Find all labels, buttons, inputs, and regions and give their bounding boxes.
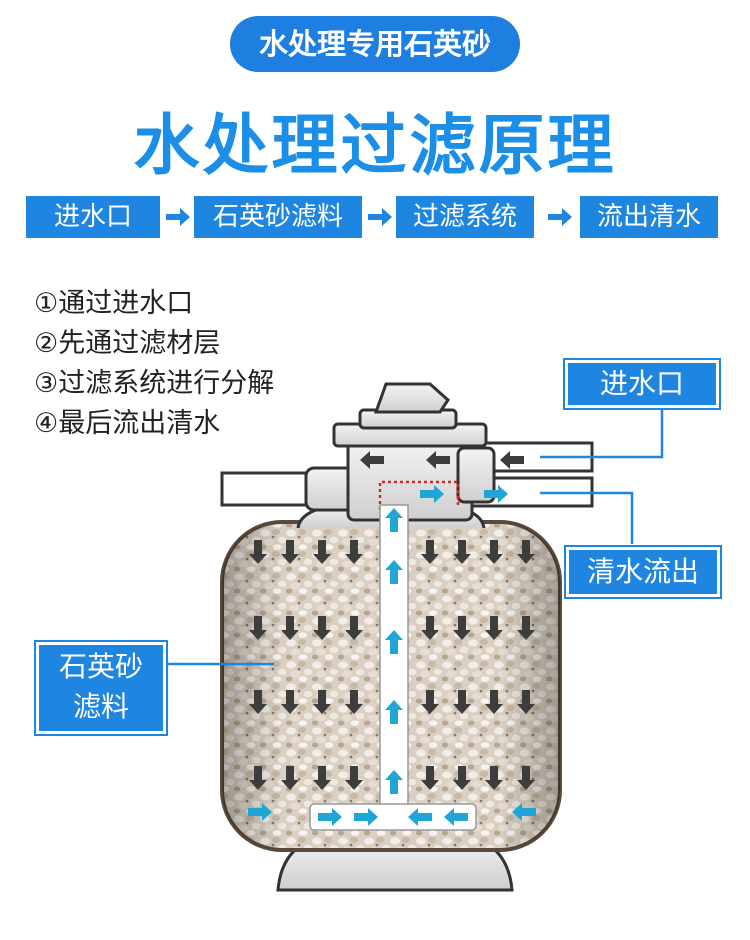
callout-media-line1: 石英砂 <box>39 647 163 687</box>
valve-handle <box>376 384 448 412</box>
callout-inlet: 进水口 <box>565 360 719 408</box>
center-riser-tube <box>380 505 408 815</box>
multiport-valve <box>348 440 472 520</box>
callout-outlet: 清水流出 <box>566 547 720 597</box>
callout-quartz-media: 石英砂 滤料 <box>36 642 166 734</box>
callout-media-line2: 滤料 <box>39 687 163 727</box>
